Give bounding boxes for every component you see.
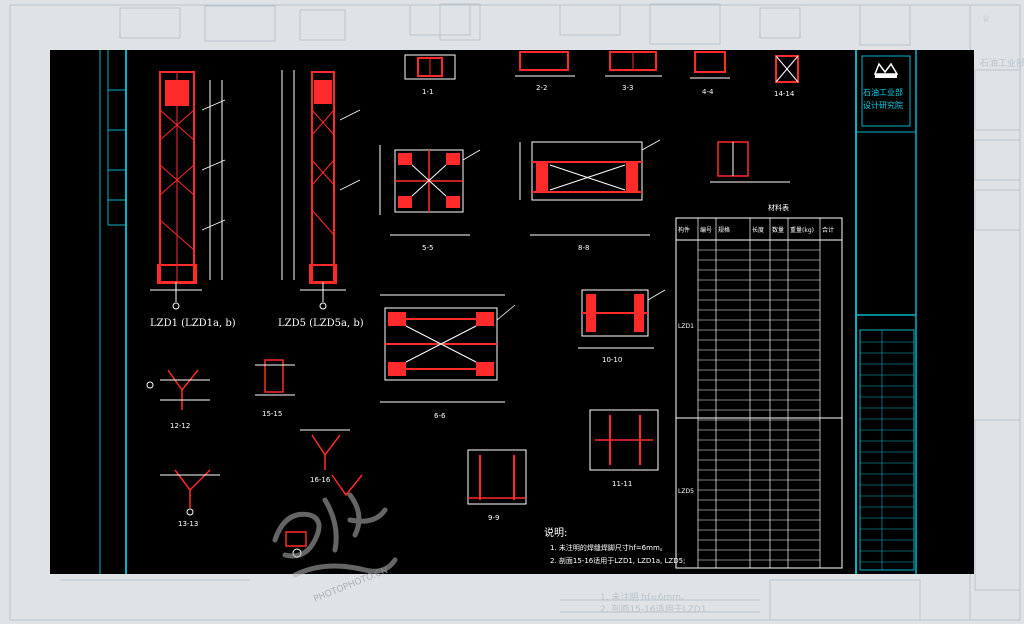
svg-text:♕: ♕ [982, 15, 990, 25]
material-table: 构件 编号规格 长度数量重量(kg) 合计 LZD1LZD5 [675, 217, 843, 569]
section-label-4-4: 4-4 [702, 88, 714, 96]
notes-line-2: 2. 剖面15-16适用于LZD1, LZD1a, LZD5; [550, 556, 685, 565]
section-label-14-14: 14-14 [774, 90, 795, 98]
section-label-5-5: 5-5 [422, 244, 433, 252]
column-elevation-lzd5 [281, 70, 346, 310]
svg-text:石油工业部: 石油工业部 [980, 57, 1024, 69]
title-block [859, 55, 915, 571]
svg-text:2. 剖面15-16适用于LZD1: 2. 剖面15-16适用于LZD1 [600, 603, 706, 615]
section-label-6-6: 6-6 [434, 412, 446, 420]
drawing-frame [99, 50, 917, 574]
section-label-3-3: 3-3 [622, 84, 633, 92]
section-label-2-2: 2-2 [536, 84, 547, 92]
institute-name-line-2: 设计研究院 [863, 100, 903, 110]
section-3-3 [605, 51, 662, 77]
section-detail-top-right [710, 141, 790, 183]
detail-13-13 [160, 469, 220, 516]
section-6-6-plan [380, 294, 505, 403]
table-group-label-1: LZD5 [678, 488, 694, 495]
table-header-6: 合计 [822, 226, 834, 234]
section-2-2 [515, 51, 575, 77]
table-header-2: 规格 [718, 226, 730, 234]
detail-16-16 [300, 429, 350, 470]
table-header-5: 重量(kg) [790, 226, 814, 234]
table-group-label-0: LZD1 [678, 323, 694, 330]
section-label-11-11: 11-11 [612, 480, 632, 488]
section-1-1 [404, 54, 456, 80]
table-header-3: 长度 [752, 226, 764, 234]
table-header-0: 构件 [678, 226, 690, 234]
table-header-4: 数量 [772, 226, 784, 234]
section-label-10-10: 10-10 [602, 356, 622, 364]
section-label-13-13: 13-13 [178, 520, 198, 528]
title-block-rows [860, 330, 914, 570]
section-9-9 [467, 449, 527, 505]
notes-line-1: 1. 未注明的焊缝焊脚尺寸hf=6mm。 [550, 543, 667, 552]
detail-bottom-small [285, 531, 307, 558]
notes-heading: 说明: [544, 526, 567, 539]
section-10-10 [578, 289, 654, 349]
column-label-lzd1: LZD1 (LZD1a, b) [150, 318, 236, 329]
column-label-lzd5: LZD5 (LZD5a, b) [278, 318, 364, 329]
detail-12-12 [146, 369, 210, 410]
section-label-9-9: 9-9 [488, 514, 499, 522]
detail-15-15 [255, 359, 295, 396]
section-label-8-8: 8-8 [578, 244, 589, 252]
section-8-8 [519, 141, 650, 236]
section-4-4 [690, 51, 730, 79]
material-table-title: 材料表 [768, 203, 789, 212]
column-elevation-lzd1 [150, 71, 223, 310]
detail-16-16b [331, 474, 363, 497]
institute-name-line-1: 石油工业部 [863, 87, 903, 97]
section-5-5-plan [379, 145, 470, 236]
leader-lines [201, 99, 666, 321]
section-14-14 [775, 55, 799, 83]
svg-text:1. 未注明 hf=6mm。: 1. 未注明 hf=6mm。 [600, 591, 690, 603]
section-11-11 [589, 409, 659, 471]
section-label-1-1: 1-1 [422, 88, 433, 96]
table-header-1: 编号 [700, 226, 712, 234]
section-label-12-12: 12-12 [170, 422, 190, 430]
institute-logo-icon [873, 62, 899, 78]
section-label-15-15: 15-15 [262, 410, 282, 418]
section-label-16-16: 16-16 [310, 476, 331, 484]
